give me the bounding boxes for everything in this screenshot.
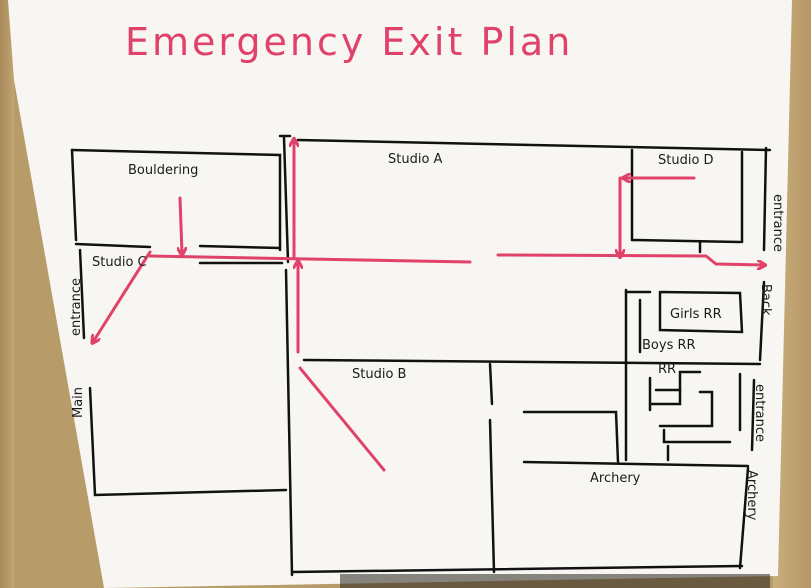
exit-label-main-entrance-word: entrance [69,278,84,336]
wall-central-divider-lower [284,268,294,577]
paper-sheet [8,0,792,588]
room-label-girls-rr: Girls RR [670,307,722,322]
wall-archery-top [522,460,750,468]
wall-studio-b-top [302,358,762,366]
room-label-studio-b: Studio B [352,367,406,382]
exit-label-main: Main [71,387,86,418]
wall-bottom [290,564,744,574]
wall-right-outer-upper [762,146,768,252]
wall-rr-stall-1 [658,390,714,428]
wall-girls-rr-box [658,290,744,334]
wall-central-divider-upper [282,136,290,264]
route-corridor-left [148,254,472,264]
wall-studio-c-left [78,248,86,340]
plan-title: Emergency Exit Plan [125,20,573,64]
room-label-archery-side: Archery [744,470,759,521]
room-label-studio-a: Studio A [388,152,443,167]
evacuation-routes [93,140,764,472]
wall-rr-stall-2 [662,428,732,444]
wall-main-room-left [88,386,288,497]
wall-studio-d-bottom [630,238,742,244]
room-label-boys-rr: Boys RR [642,338,696,353]
exit-label-right-entrance: entrance [770,194,785,252]
wall-right-outer-bottom [738,466,750,570]
wall-studio-a-top [296,138,772,152]
wall-archery-partition [522,410,620,464]
wall-bouldering-bottom-left [74,242,152,249]
wall-right-outer-mid [758,280,766,362]
room-label-studio-d: Studio D [658,153,714,168]
wall-left-outer [70,148,78,242]
wall-bouldering-box [70,148,282,252]
paper-bottom-smudge [340,574,770,588]
wall-studio-b-divider-lower [488,418,496,574]
room-label-bouldering: Bouldering [128,163,198,178]
route-studio-c-exit [93,250,152,342]
room-label-rr: RR [658,362,676,377]
wall-rr-box [654,370,702,392]
route-studio-b-line [298,366,386,472]
building-walls [70,134,772,577]
room-label-studio-c: Studio C [92,255,147,270]
wall-left [0,0,14,588]
exit-label-side-entrance: entrance [752,384,767,442]
route-corridor-right [496,253,764,265]
wall-right-outer-lower [750,378,756,452]
wall-studio-b-divider [488,362,494,406]
wall-rr-inner [650,388,682,406]
wall-bouldering-bottom-right [198,244,282,250]
room-label-archery: Archery [590,471,641,486]
exit-label-back: Back [758,284,773,316]
route-bouldering-arrow [180,196,182,254]
